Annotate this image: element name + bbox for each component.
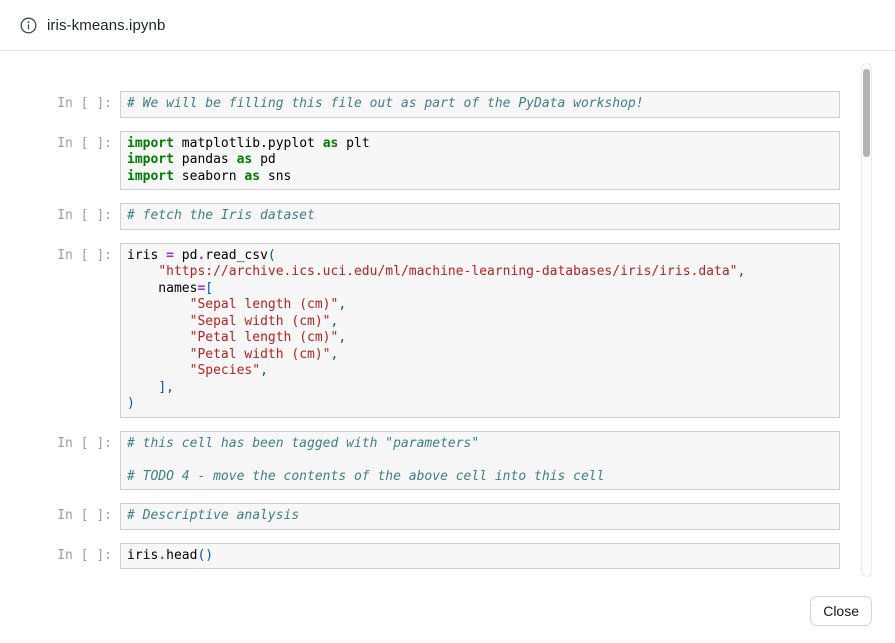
code-line: ],: [158, 379, 174, 395]
code-line: "Sepal length (cm)",: [189, 297, 347, 312]
code-line: # this cell has been tagged with "parame…: [127, 435, 480, 451]
scrollbar-thumb[interactable]: [863, 69, 870, 157]
code-line: names=[: [127, 280, 214, 296]
code-line: "Petal width (cm)",: [189, 346, 339, 362]
code-cell[interactable]: iris.head(): [120, 542, 840, 569]
code-line: ): [127, 396, 135, 411]
close-button[interactable]: Close: [810, 596, 872, 626]
dialog-header: iris-kmeans.ipynb: [0, 0, 895, 51]
notebook-cell-row: In [ ]: iris = pd.read_csv( "https://arch…: [36, 242, 840, 418]
notebook-cell-row: In [ ]: # this cell has been tagged with …: [36, 430, 840, 490]
cell-input-prompt: In [ ]:: [57, 208, 112, 223]
code-cell[interactable]: # this cell has been tagged with "parame…: [120, 430, 840, 490]
notebook-scroll-area[interactable]: In [ ]: # We will be filling this file ou…: [0, 62, 872, 578]
code-line: # Descriptive analysis: [127, 508, 300, 523]
cell-input-prompt: In [ ]:: [57, 135, 112, 151]
code-line: import matplotlib.pyplot as plt: [127, 135, 370, 151]
code-cell[interactable]: iris = pd.read_csv( "https://archive.ics…: [120, 242, 840, 418]
cell-input-prompt: In [ ]:: [57, 547, 112, 563]
scrollbar-track[interactable]: [861, 63, 872, 577]
code-cell[interactable]: # We will be filling this file out as pa…: [120, 91, 840, 118]
code-line: [127, 452, 833, 469]
code-line: "https://archive.ics.uci.edu/ml/machine-…: [158, 264, 746, 279]
code-line: "Species",: [189, 363, 268, 378]
cell-input-prompt: In [ ]:: [57, 247, 112, 263]
code-line: # We will be filling this file out as pa…: [127, 96, 644, 111]
code-line: iris.head(): [127, 547, 214, 563]
code-line: # TODO 4 - move the contents of the abov…: [127, 468, 605, 484]
cell-input-prompt: In [ ]:: [57, 435, 112, 451]
notebook-cells: In [ ]: # We will be filling this file ou…: [36, 91, 840, 569]
notebook-cell-row: In [ ]: iris.head(): [36, 542, 840, 569]
code-line: "Petal length (cm)",: [189, 330, 347, 345]
code-line: # fetch the Iris dataset: [127, 208, 315, 223]
info-circle-icon[interactable]: [20, 17, 37, 34]
code-cell[interactable]: # fetch the Iris dataset: [120, 203, 840, 230]
notebook-cell-row: In [ ]: # fetch the Iris dataset: [36, 203, 840, 230]
code-line: import pandas as pd: [127, 152, 276, 167]
code-cell[interactable]: # Descriptive analysis: [120, 503, 840, 530]
notebook-cell-row: In [ ]: # We will be filling this file ou…: [36, 91, 840, 118]
code-line: iris = pd.read_csv(: [127, 247, 276, 263]
cell-input-prompt: In [ ]:: [57, 96, 112, 111]
cell-input-prompt: In [ ]:: [57, 508, 112, 523]
code-line: import seaborn as sns: [127, 168, 292, 184]
notebook-cell-row: In [ ]: # Descriptive analysis: [36, 503, 840, 530]
file-title: iris-kmeans.ipynb: [47, 16, 166, 34]
code-line: "Sepal width (cm)",: [189, 313, 339, 329]
